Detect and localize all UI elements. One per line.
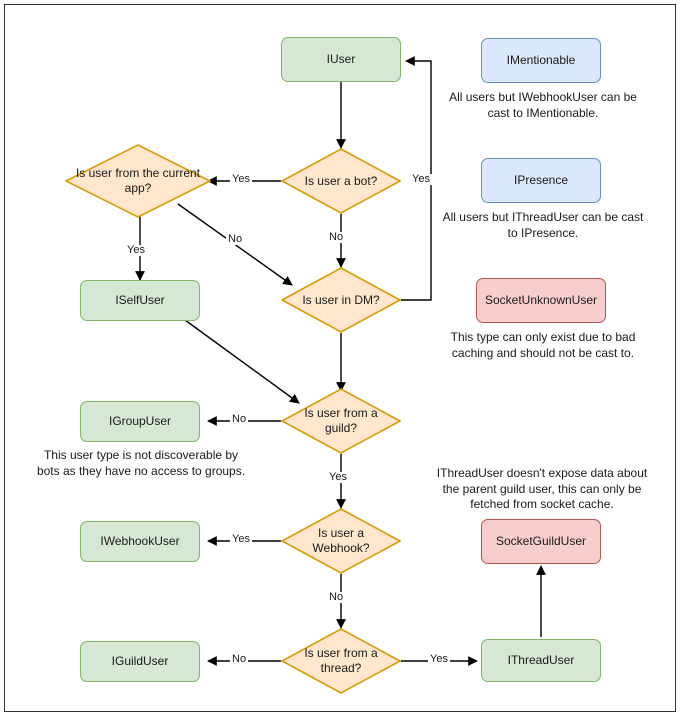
node-is-dm[interactable]: Is user in DM?: [281, 267, 401, 333]
node-is-guild[interactable]: Is user from a guild?: [281, 388, 401, 454]
node-igroupuser-label: IGroupUser: [108, 414, 172, 428]
node-socketguilduser-label: SocketGuildUser: [495, 534, 587, 548]
node-iwebhookuser[interactable]: IWebhookUser: [80, 521, 200, 562]
edge-label-dm-yes-loop: Yes: [410, 173, 432, 185]
node-socketguilduser[interactable]: SocketGuildUser: [481, 519, 601, 564]
legend-socketunknownuser-caption: This type can only exist due to bad cach…: [450, 330, 636, 360]
legend-ipresence-label: IPresence: [513, 173, 569, 187]
node-ithreaduser-label: IThreadUser: [507, 653, 575, 667]
caption-ithreaduser: IThreadUser doesn't expose data about th…: [436, 466, 648, 512]
is-webhook-shape: [281, 508, 401, 574]
edge-label-bot-no: No: [327, 231, 346, 243]
node-iguilduser[interactable]: IGuildUser: [80, 641, 200, 682]
node-is-current-app[interactable]: Is user from the current app?: [65, 144, 211, 218]
node-is-current-app-label: Is user from the current app?: [75, 166, 201, 195]
legend-imentionable-caption: All users but IWebhookUser can be cast t…: [449, 90, 637, 120]
edge-label-guild-yes: Yes: [327, 471, 349, 483]
caption-igroupuser: This user type is not discoverable by bo…: [36, 448, 246, 478]
edge-label-guild-no: No: [230, 413, 249, 425]
node-is-guild-label: Is user from a guild?: [304, 406, 378, 435]
node-iwebhookuser-label: IWebhookUser: [100, 534, 180, 548]
edge-label-thread-yes: Yes: [428, 653, 450, 665]
node-is-webhook-label: Is user a Webhook?: [312, 526, 370, 555]
node-is-thread-label: Is user from a thread?: [304, 646, 378, 675]
node-is-thread[interactable]: Is user from a thread?: [281, 628, 401, 694]
edge-label-currentapp-yes: Yes: [125, 244, 147, 256]
node-iuser-label: IUser: [326, 52, 356, 66]
edge-label-webhook-yes: Yes: [230, 533, 252, 545]
legend-imentionable-label: IMentionable: [506, 53, 576, 67]
legend-node-socketunknownuser[interactable]: SocketUnknownUser: [476, 278, 606, 323]
is-dm-shape: [281, 267, 401, 333]
node-is-webhook[interactable]: Is user a Webhook?: [281, 508, 401, 574]
is-guild-shape: [281, 388, 401, 454]
node-iguilduser-label: IGuildUser: [111, 654, 169, 668]
legend-node-imentionable[interactable]: IMentionable: [481, 38, 601, 83]
edge-label-thread-no: No: [230, 653, 249, 665]
node-is-bot[interactable]: Is user a bot?: [281, 148, 401, 214]
is-current-app-shape: [65, 144, 211, 218]
node-is-dm-label: Is user in DM?: [302, 292, 380, 307]
node-igroupuser[interactable]: IGroupUser: [80, 401, 200, 442]
node-iuser[interactable]: IUser: [281, 37, 401, 82]
legend-socketunknownuser-label: SocketUnknownUser: [484, 293, 598, 307]
edge-label-bot-yes: Yes: [230, 173, 252, 185]
node-iselfuser-label: ISelfUser: [115, 293, 165, 307]
is-thread-shape: [281, 628, 401, 694]
legend-ipresence-caption: All users but IThreadUser can be cast to…: [442, 210, 644, 240]
is-bot-shape: [281, 148, 401, 214]
node-is-bot-label: Is user a bot?: [304, 173, 378, 188]
legend-node-ipresence[interactable]: IPresence: [481, 158, 601, 203]
edge-label-webhook-no: No: [327, 591, 346, 603]
edge-label-currentapp-no: No: [226, 233, 245, 245]
node-ithreaduser[interactable]: IThreadUser: [481, 639, 601, 682]
node-iselfuser[interactable]: ISelfUser: [80, 280, 200, 321]
